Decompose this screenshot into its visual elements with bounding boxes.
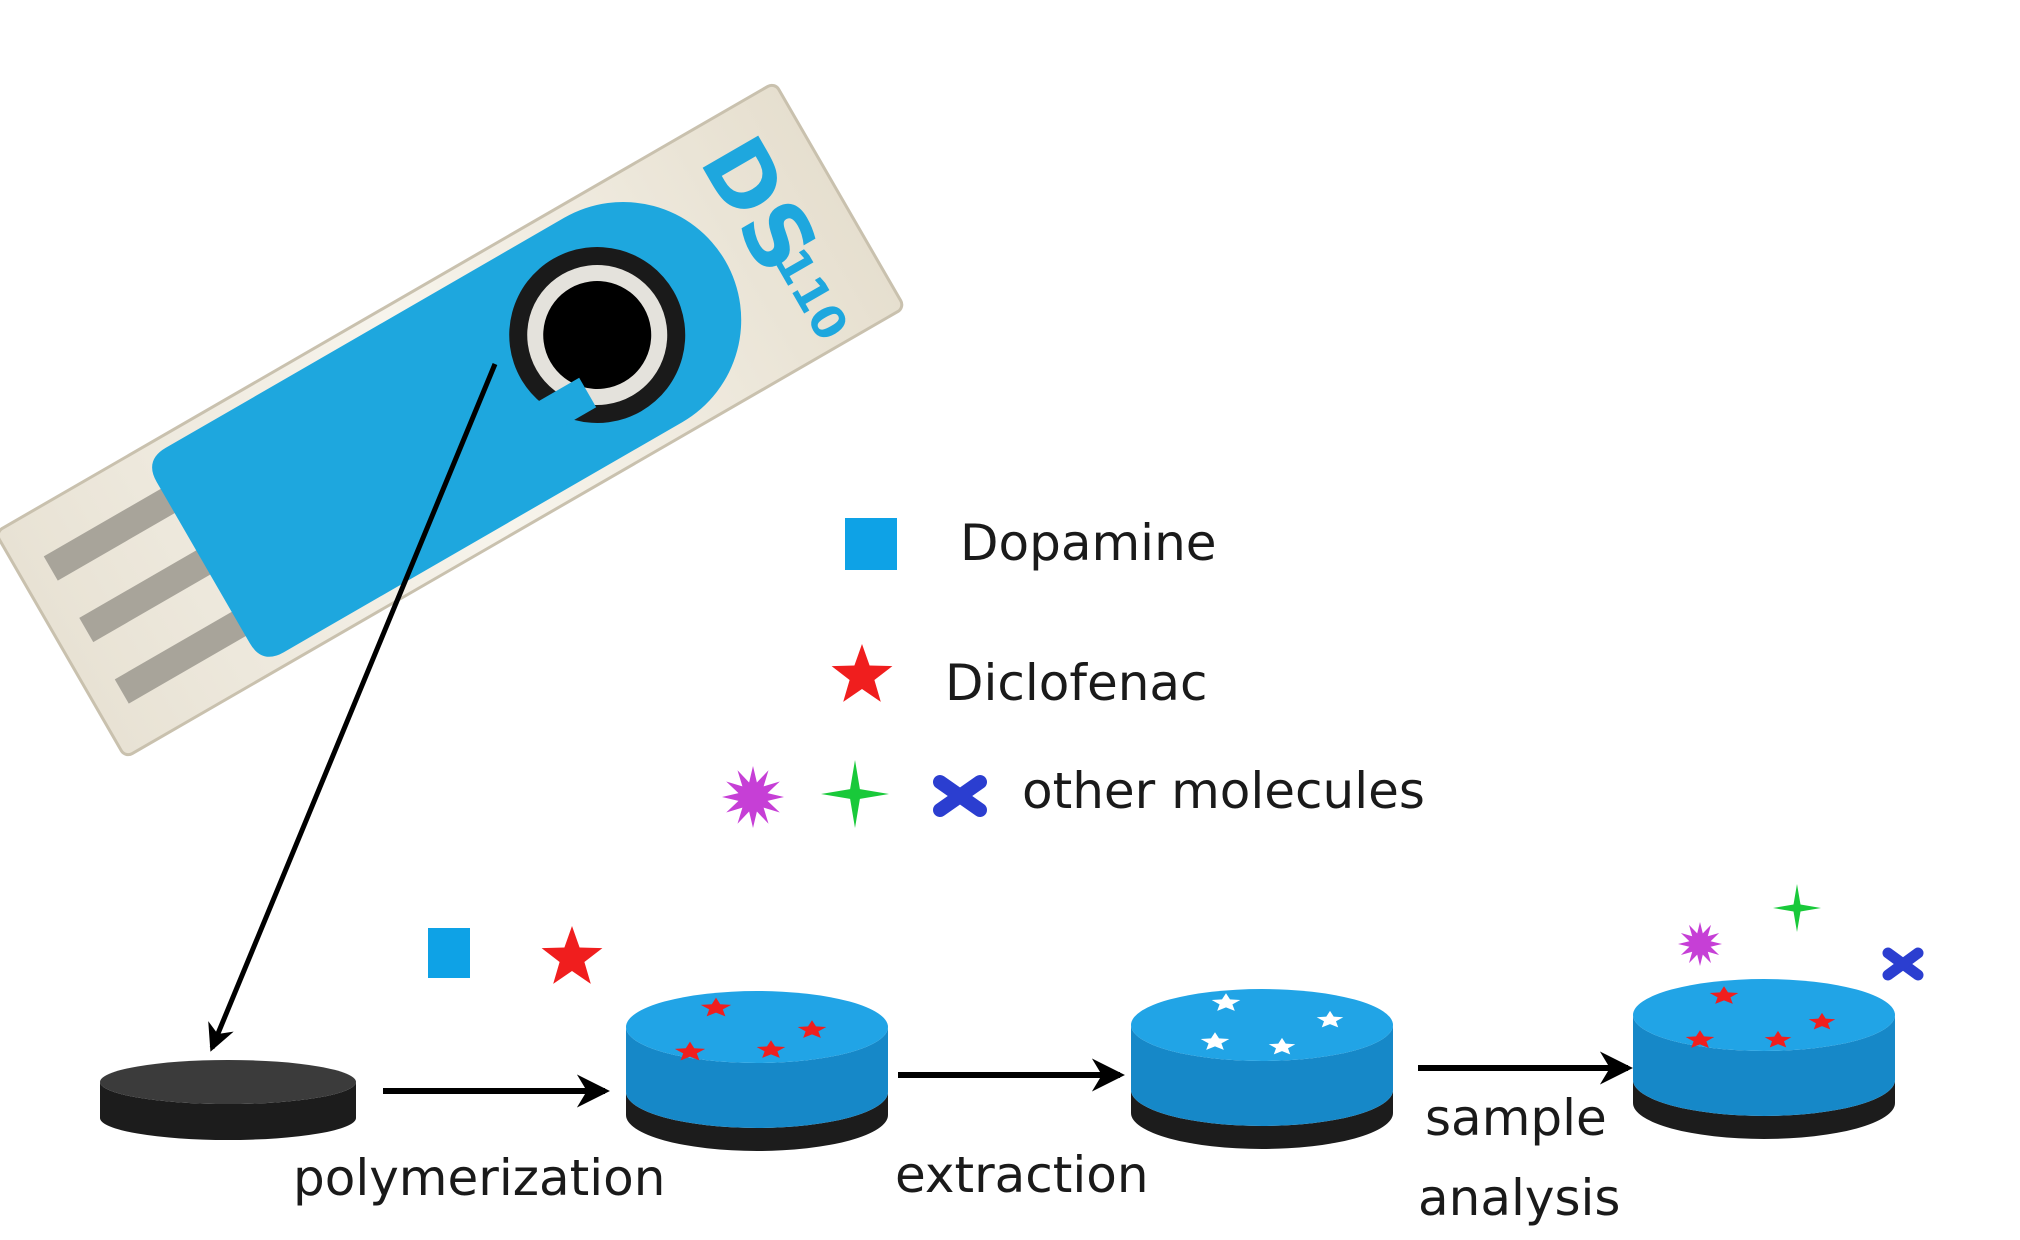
template-star (797, 1020, 827, 1038)
mip-rebinding (1633, 979, 1895, 1139)
contact-pin (43, 471, 205, 581)
magenta-burst-icon (1678, 922, 1722, 966)
screen-printed-electrode: DS 110 (0, 83, 904, 757)
mip-after-extraction (1131, 989, 1393, 1149)
step-extraction-label: extraction (895, 1146, 1149, 1204)
dopamine-monomer (428, 928, 470, 978)
diclofenac-template-star (541, 926, 603, 984)
template-star (700, 997, 732, 1017)
template-star (756, 1040, 786, 1058)
template-star (674, 1041, 706, 1061)
green-sparkle-icon (821, 760, 889, 828)
empty-cavity (1200, 1032, 1230, 1050)
blue-cross-icon (1882, 947, 1924, 981)
dopamine-legend-square (845, 518, 897, 570)
empty-cavity (1211, 993, 1241, 1011)
legend-diclofenac-label: Diclofenac (945, 654, 1208, 712)
green-sparkle-icon (1773, 884, 1821, 932)
contact-pin (79, 532, 241, 643)
blue-cross-icon (933, 775, 987, 817)
legend: Dopamine Diclofenac other molecules (722, 514, 1425, 828)
zoom-arrow (208, 363, 498, 1052)
electrode-blue-cover (152, 202, 742, 657)
legend-dopamine-label: Dopamine (960, 514, 1217, 572)
step-analysis-label-line2: analysis (1418, 1169, 1620, 1227)
working-electrode (543, 281, 652, 389)
mip-with-template (626, 991, 888, 1151)
bare-electrode-disc (100, 1060, 356, 1140)
ring-opening (528, 377, 597, 437)
empty-cavity (1268, 1037, 1296, 1055)
diclofenac-legend-star (831, 644, 893, 702)
magenta-burst-icon (722, 766, 784, 828)
contact-pin (114, 594, 276, 704)
legend-other-label: other molecules (1022, 762, 1425, 820)
rebound-diclofenac (1764, 1030, 1792, 1048)
step-analysis-label-line1: sample (1425, 1089, 1607, 1147)
rebound-diclofenac (1685, 1030, 1715, 1048)
rebound-diclofenac (1709, 986, 1739, 1004)
step-polymerization-label: polymerization (293, 1149, 665, 1207)
rebound-diclofenac (1808, 1012, 1836, 1030)
empty-cavity (1316, 1010, 1344, 1028)
